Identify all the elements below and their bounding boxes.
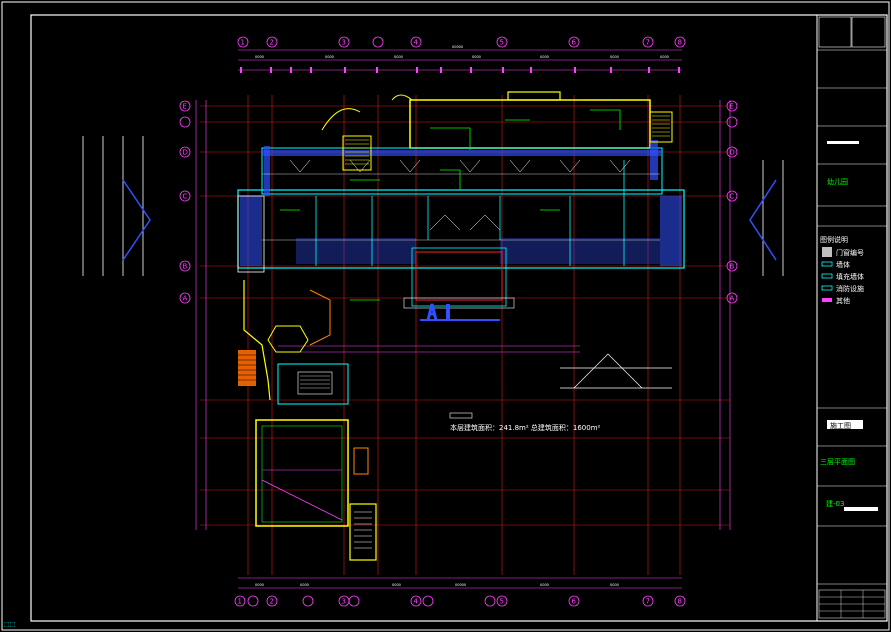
- side-markers: [82, 136, 784, 276]
- dimension-ticks: [240, 67, 680, 73]
- axis-label: 2: [270, 39, 274, 47]
- svg-text:0000: 0000: [610, 55, 619, 59]
- svg-text:0000: 0000: [255, 55, 264, 59]
- axis-label: 1: [241, 39, 245, 47]
- axis-label: 6: [572, 39, 577, 47]
- axis-bubbles-top: [237, 36, 686, 48]
- svg-text:0000: 0000: [392, 583, 401, 587]
- svg-text:00000: 00000: [455, 583, 466, 587]
- axis-bubbles-bottom: [234, 595, 686, 607]
- dimension-lines: [195, 49, 731, 589]
- axis-label: 4: [414, 598, 419, 606]
- axis-label: A: [183, 295, 188, 303]
- project-name: 幼儿园: [827, 177, 848, 186]
- axis-label: C: [183, 193, 188, 201]
- legend-item: 墙体: [836, 260, 850, 269]
- axis-label: 3: [342, 39, 346, 47]
- axis-label: 4: [414, 39, 419, 47]
- svg-text:0000: 0000: [540, 55, 549, 59]
- axis-label: 6: [572, 598, 577, 606]
- area-note: 本层建筑面积：241.8m² 总建筑面积：1600m²: [450, 423, 601, 432]
- axis-label: E: [183, 103, 187, 111]
- svg-text:0000: 0000: [300, 583, 309, 587]
- svg-text:0000: 0000: [660, 55, 669, 59]
- axis-label: 3: [342, 598, 346, 606]
- legend-item: 门窗编号: [836, 248, 864, 257]
- axis-label: D: [183, 149, 188, 157]
- axis-label: 7: [646, 598, 650, 606]
- svg-text:0000: 0000: [255, 583, 264, 587]
- axis-labels-top: 1 2 3 4 5 6 7 8: [241, 39, 682, 47]
- legend-swatch: [821, 273, 833, 279]
- axis-label: 5: [500, 39, 504, 47]
- legend-item: 其他: [836, 296, 850, 305]
- axis-label: 5: [500, 598, 504, 606]
- corner-mark: ⬚⬚: [4, 621, 15, 628]
- svg-text:0000: 0000: [472, 55, 481, 59]
- axis-label: B: [730, 263, 735, 271]
- svg-text:0000: 0000: [610, 583, 619, 587]
- axis-label: 7: [646, 39, 650, 47]
- drawing-title: 三层平面图: [820, 458, 855, 466]
- axis-bubbles-left: [179, 100, 191, 304]
- dimension-numbers: 00000 0000 0000 0000 0000 0000 0000 0000 0000…: [255, 45, 669, 587]
- section-arrows: [122, 179, 777, 261]
- axis-labels-right: E D C B A: [730, 103, 735, 303]
- legend-heading: 图例说明: [820, 235, 848, 244]
- drawing-number: 建-03: [826, 499, 844, 508]
- axis-label: E: [730, 103, 734, 111]
- title-block: [816, 14, 888, 622]
- central-entrance: [403, 247, 515, 321]
- legend-item: 消防设施: [836, 284, 864, 293]
- svg-text:0000: 0000: [540, 583, 549, 587]
- upper-wing: [237, 91, 685, 301]
- legend-swatch: [821, 285, 833, 291]
- left-wing: [237, 195, 377, 561]
- axis-label: C: [730, 193, 735, 201]
- legend: 图例说明 门窗编号 墙体 填充墙体 消防设施 其他: [820, 235, 864, 305]
- axis-labels-left: E D C B A: [183, 103, 188, 303]
- legend-swatch: [822, 298, 832, 302]
- axis-label: 1: [238, 598, 242, 606]
- axis-labels-bottom: 1 2 3 4 5 6 7 8: [238, 598, 682, 606]
- svg-text:0000: 0000: [325, 55, 334, 59]
- axis-bubbles-right: [726, 100, 738, 304]
- legend-swatch: [821, 261, 833, 267]
- legend-swatch: [822, 247, 832, 257]
- roof-sketch: [560, 353, 672, 389]
- axis-label: D: [730, 149, 735, 157]
- axis-label: B: [183, 263, 188, 271]
- axis-label: A: [730, 295, 735, 303]
- legend-item: 填充墙体: [836, 272, 864, 281]
- axis-label: 2: [270, 598, 274, 606]
- drawing-status: 施工图: [830, 421, 851, 430]
- svg-text:00000: 00000: [452, 45, 463, 49]
- axis-label: 8: [678, 39, 682, 47]
- axis-label: 8: [678, 598, 682, 606]
- svg-text:0000: 0000: [394, 55, 403, 59]
- area-note-box: [449, 412, 473, 419]
